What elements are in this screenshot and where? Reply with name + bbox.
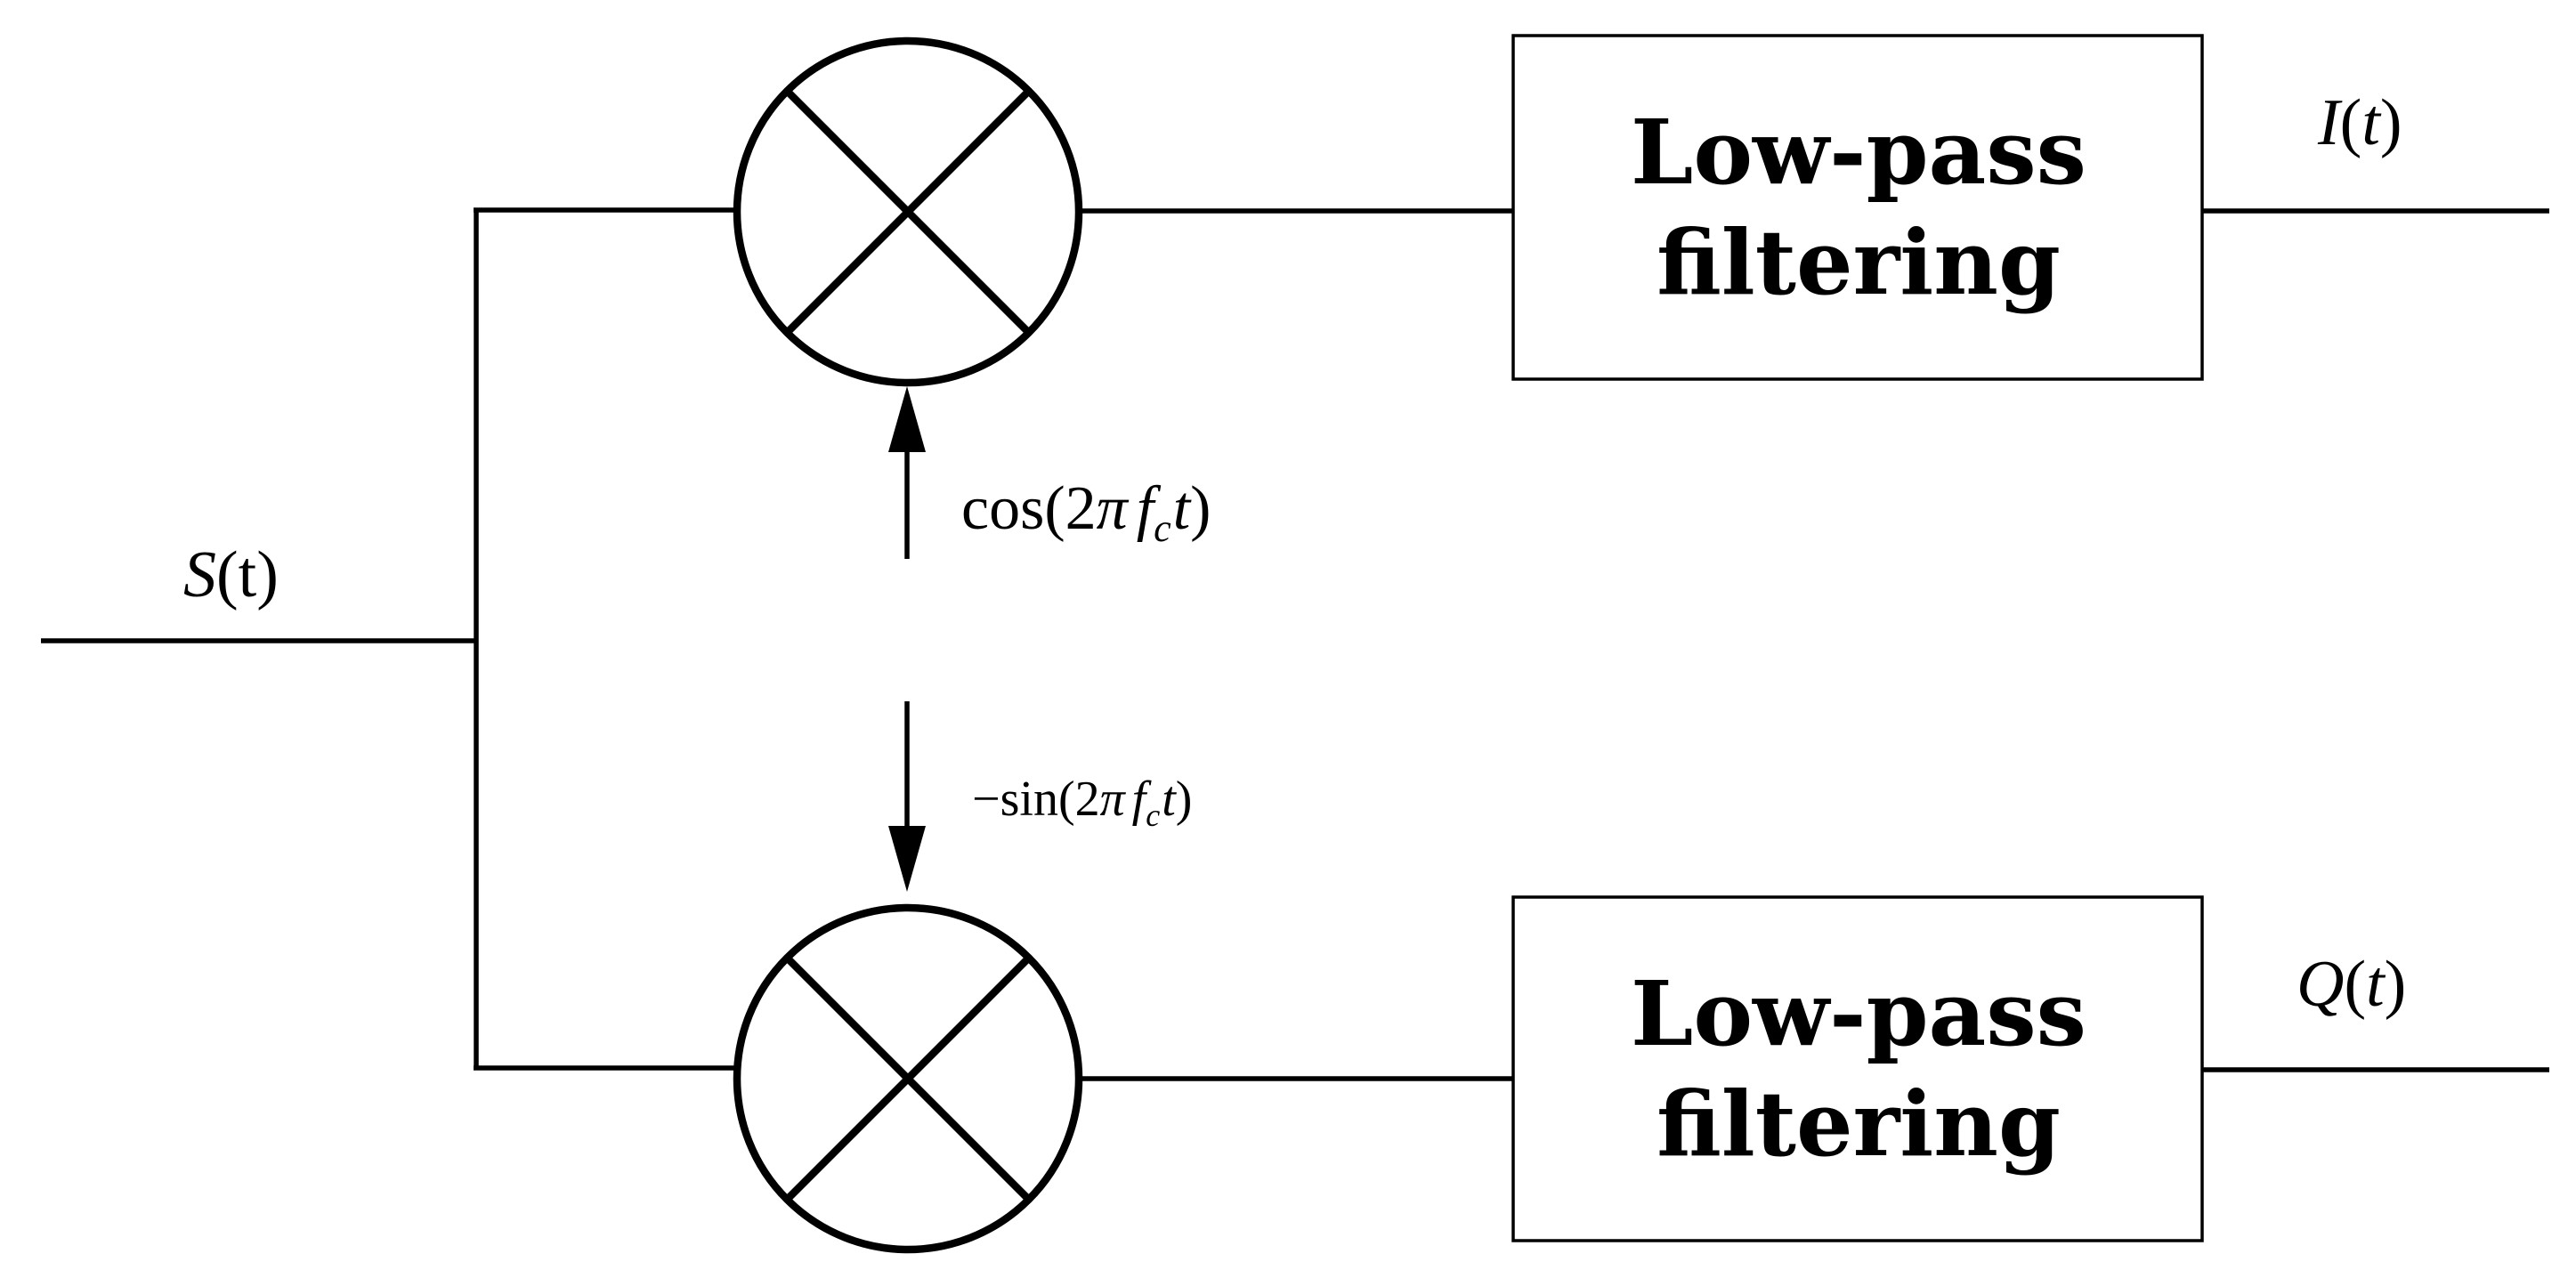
sine-t: t bbox=[1162, 772, 1177, 827]
sine-carrier-arrow bbox=[888, 701, 926, 892]
quadrature-output-label: Q(t) bbox=[2297, 948, 2406, 1021]
cosine-pi: π bbox=[1097, 474, 1130, 543]
sine-func: sin bbox=[1000, 772, 1058, 827]
quadrature-symbol: Q bbox=[2297, 948, 2344, 1021]
cosine-subscript: c bbox=[1154, 506, 1171, 550]
cosine-t: t bbox=[1173, 474, 1192, 543]
input-signal-label: S(t) bbox=[183, 538, 279, 611]
input-signal-argument: t bbox=[239, 538, 257, 611]
cosine-close: ) bbox=[1190, 474, 1211, 543]
in-phase-argument: t bbox=[2361, 86, 2382, 159]
quadrature-argument: t bbox=[2366, 948, 2386, 1021]
quadrature-close-paren: ) bbox=[2385, 948, 2407, 1021]
quadrature-open-paren: ( bbox=[2344, 948, 2366, 1021]
sine-pi: π bbox=[1100, 772, 1127, 827]
bottom-filter-box bbox=[1511, 895, 2204, 1242]
signal-wires bbox=[41, 207, 2549, 1081]
bottom-mixer bbox=[733, 903, 1083, 1254]
in-phase-close-paren: ) bbox=[2380, 86, 2402, 159]
input-signal-symbol: S bbox=[183, 538, 216, 611]
sine-open: (2 bbox=[1058, 772, 1100, 827]
multiplier-circle-cross-icon bbox=[733, 903, 1083, 1254]
in-phase-symbol: I bbox=[2317, 86, 2343, 159]
sine-close: ) bbox=[1176, 772, 1193, 827]
top-lowpass-filter: Low-pass filtering bbox=[1511, 34, 2204, 381]
cosine-carrier-arrow bbox=[888, 386, 926, 559]
top-filter-label-line1: Low-pass bbox=[1631, 100, 2086, 205]
input-signal-open-paren: ( bbox=[216, 538, 239, 611]
sine-subscript: c bbox=[1146, 797, 1160, 833]
arrowhead-icon bbox=[888, 386, 926, 452]
multiplier-circle-cross-icon bbox=[733, 36, 1083, 387]
sine-minus: − bbox=[972, 772, 1000, 827]
top-mixer bbox=[733, 36, 1083, 387]
top-filter-box bbox=[1511, 34, 2204, 381]
bottom-lowpass-filter: Low-pass filtering bbox=[1511, 895, 2204, 1242]
top-filter-label-line2: filtering bbox=[1657, 210, 2061, 315]
bottom-filter-label-line2: filtering bbox=[1657, 1072, 2061, 1177]
cosine-func: cos bbox=[961, 474, 1044, 543]
bottom-filter-label-line1: Low-pass bbox=[1631, 961, 2086, 1066]
cosine-open: (2 bbox=[1044, 474, 1096, 543]
in-phase-open-paren: ( bbox=[2340, 86, 2362, 159]
in-phase-output-label: I(t) bbox=[2317, 86, 2402, 159]
input-signal-close-paren: ) bbox=[256, 538, 279, 611]
arrowhead-icon bbox=[888, 826, 926, 892]
